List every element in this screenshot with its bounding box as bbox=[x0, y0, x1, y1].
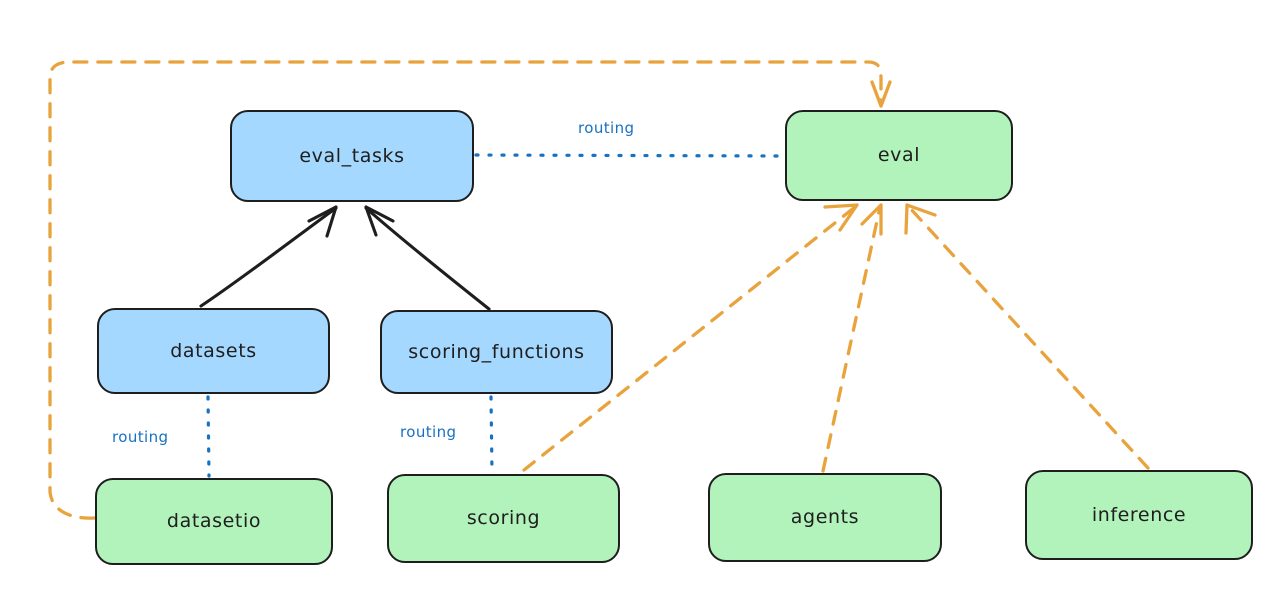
edge-label-routing-eval-tasks-eval: routing bbox=[578, 119, 635, 137]
edge-agents-eval bbox=[821, 203, 883, 473]
node-eval-tasks[interactable]: eval_tasks bbox=[230, 110, 474, 202]
node-label-datasetio: datasetio bbox=[166, 510, 262, 533]
edge-label-routing-datasets-datasetio: routing bbox=[112, 428, 169, 446]
node-eval[interactable]: eval bbox=[785, 110, 1013, 201]
node-label-scoring-functions: scoring_functions bbox=[408, 340, 585, 363]
edge-label-routing-scoring-functions-scoring: routing bbox=[400, 423, 457, 441]
node-label-scoring: scoring bbox=[466, 507, 541, 530]
node-label-inference: inference bbox=[1091, 503, 1187, 526]
edge-datasets-datasetio bbox=[206, 395, 211, 478]
node-label-eval: eval bbox=[877, 144, 921, 167]
node-datasets[interactable]: datasets bbox=[97, 308, 330, 394]
edge-datasets-eval_tasks bbox=[199, 205, 338, 308]
node-scoring[interactable]: scoring bbox=[387, 474, 620, 563]
edge-scoring-functions-eval_tasks bbox=[364, 205, 491, 311]
node-label-datasets: datasets bbox=[170, 339, 257, 362]
node-agents[interactable]: agents bbox=[708, 473, 942, 562]
edge-eval_tasks-eval bbox=[474, 153, 785, 158]
node-inference[interactable]: inference bbox=[1025, 470, 1253, 560]
edge-inference-eval bbox=[904, 203, 1150, 470]
node-datasetio[interactable]: datasetio bbox=[95, 478, 333, 565]
node-label-agents: agents bbox=[790, 506, 860, 529]
node-label-eval-tasks: eval_tasks bbox=[299, 144, 405, 167]
node-scoring-functions[interactable]: scoring_functions bbox=[380, 310, 613, 394]
edge-scoring-functions-scoring bbox=[489, 395, 494, 475]
